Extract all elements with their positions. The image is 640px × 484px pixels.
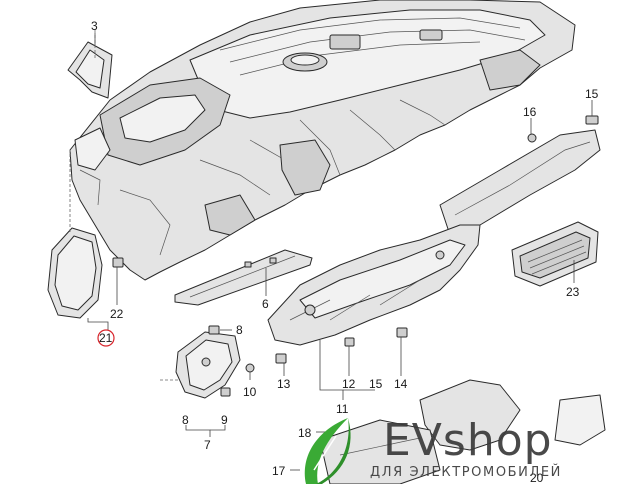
part-21-side-cover (47, 150, 103, 319)
part-14-clip (396, 327, 408, 338)
part-12-clip (344, 337, 355, 347)
callout-11: 11 (336, 402, 349, 416)
callout-12: 12 (342, 377, 356, 391)
callout-18: 18 (298, 426, 312, 440)
callout-8-top: 8 (236, 323, 243, 337)
evshop-watermark: EVshop ДЛЯ ЭЛЕКТРОМОБИЛЕЙ (304, 415, 562, 484)
part-13-clip (275, 353, 287, 364)
callout-10: 10 (243, 385, 257, 399)
callout-15-bottom: 15 (369, 377, 383, 391)
callout-21: 21 (99, 331, 113, 345)
leader-lines (87, 33, 593, 471)
callout-14: 14 (394, 377, 408, 391)
callout-23: 23 (566, 285, 580, 299)
callout-22: 22 (110, 307, 124, 321)
callout-13: 13 (277, 377, 291, 391)
leaf-logo-icon (304, 418, 351, 484)
dashboard-carrier (69, 0, 576, 281)
callout-20: 20 (530, 471, 544, 484)
part-23-air-vent (511, 221, 599, 287)
watermark-brand: EVshop (383, 415, 553, 466)
callout-6: 6 (262, 297, 269, 311)
part-3-trim-piece (67, 30, 113, 99)
callout-3: 3 (91, 19, 98, 33)
callout-labels: 3 15 16 22 21 6 23 8 13 12 15 14 10 11 8… (91, 19, 599, 484)
watermark-tagline: ДЛЯ ЭЛЕКТРОМОБИЛЕЙ (370, 464, 562, 480)
part-6-trim-strip (174, 249, 313, 306)
callout-9: 9 (221, 413, 228, 427)
callout-21-circle (97, 329, 115, 347)
part-7-bracket (175, 325, 241, 399)
part-22-clip (112, 257, 124, 268)
callout-8-bottom: 8 (182, 413, 189, 427)
part-11-crossmember (267, 224, 481, 346)
callout-15-top: 15 (585, 87, 599, 101)
callout-17: 17 (272, 464, 286, 478)
part-10-bolt (245, 363, 255, 380)
callout-7: 7 (204, 438, 211, 452)
callout-16: 16 (523, 105, 537, 119)
crossmember-bracket-upper (439, 115, 601, 236)
